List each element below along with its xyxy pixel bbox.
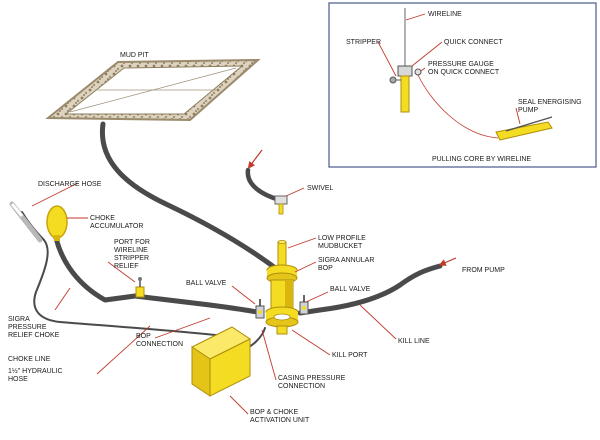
discharge-hose: [21, 211, 226, 337]
kill-line-hose: [297, 263, 443, 316]
label-choke-line-1: CHOKE LINE: [8, 356, 51, 363]
pump-arrow: [438, 257, 457, 266]
label-from-pump: FROM PUMP: [462, 267, 505, 274]
label-mud-pit: MUD PIT: [120, 52, 150, 59]
label-low-profile-2: MUDBUCKET: [318, 243, 363, 250]
inset-pump-hose: [417, 74, 499, 139]
port-wireline-valve: [135, 277, 145, 298]
inset-stripper: [389, 76, 397, 84]
label-sigra-relief-2: PRESSURE: [8, 324, 47, 331]
label-bop-connection-1: BOP: [136, 333, 151, 340]
label-inset-wireline: WIRELINE: [428, 11, 462, 18]
label-ball-valve-left: BALL VALVE: [186, 280, 227, 287]
label-swivel: SWIVEL: [307, 185, 334, 192]
label-sigra-annular-2: BOP: [318, 265, 333, 272]
label-port-wireline-2: WIRELINE: [114, 247, 148, 254]
inset-diagram: [389, 8, 553, 141]
choke-line-hose: [53, 235, 265, 316]
inset-frame: [328, 2, 597, 168]
label-kill-port: KILL PORT: [332, 352, 368, 359]
label-bop-connection-2: CONNECTION: [136, 341, 183, 348]
leader-lines: [31, 182, 397, 415]
label-activation-unit-2: ACTIVATION UNIT: [250, 417, 310, 424]
label-choke-accumulator-1: CHOKE: [90, 215, 115, 222]
label-port-wireline-3: STRIPPER: [114, 255, 149, 262]
label-inset-quick-connect: QUICK CONNECT: [444, 39, 503, 46]
inset-leaders: [377, 13, 521, 125]
mud-pit: [45, 58, 261, 122]
label-casing-pressure-1: CASING PRESSURE: [278, 375, 346, 382]
label-inset-seal-pump-2: PUMP: [518, 107, 539, 114]
label-inset-pressure-gauge-1: PRESSURE GAUGE: [428, 61, 494, 68]
ball-valve-right: [299, 295, 309, 315]
inset-quick-connect: [397, 65, 413, 77]
label-choke-line-2: 1½" HYDRAULIC: [8, 367, 63, 375]
inset-pressure-gauge: [414, 68, 422, 76]
activation-unit: [191, 326, 251, 397]
label-inset-pressure-gauge-2: ON QUICK CONNECT: [428, 69, 500, 76]
label-discharge-hose: DISCHARGE HOSE: [38, 181, 102, 188]
inset-core-barrel: [400, 75, 410, 113]
label-sigra-annular-1: SIGRA ANNULAR: [318, 257, 374, 264]
inset-seal-pump: [495, 121, 553, 141]
hoses: [21, 121, 443, 351]
label-inset-seal-pump-1: SEAL ENERGISING: [518, 99, 582, 106]
label-port-wireline-4: RELIEF: [114, 263, 139, 270]
mud-pit-hose: [99, 121, 281, 273]
label-sigra-relief-1: SIGRA: [8, 316, 30, 323]
label-choke-accumulator-2: ACCUMULATOR: [90, 223, 143, 230]
swivel: [274, 195, 288, 215]
ball-valve-left: [255, 299, 265, 319]
bop-stack: [265, 239, 299, 335]
choke-accumulator: [46, 205, 68, 241]
label-casing-pressure-2: CONNECTION: [278, 383, 325, 390]
discharge-hose-nozzle: [9, 201, 43, 243]
label-ball-valve-right: BALL VALVE: [330, 286, 371, 293]
label-port-wireline-1: PORT FOR: [114, 239, 150, 246]
label-choke-line-3: HOSE: [8, 376, 28, 383]
label-low-profile-1: LOW PROFILE: [318, 235, 366, 242]
label-inset-caption: PULLING CORE BY WIRELINE: [432, 156, 531, 163]
label-inset-stripper: STRIPPER: [346, 39, 381, 46]
label-kill-line: KILL LINE: [398, 338, 430, 345]
label-sigra-relief-3: RELIEF CHOKE: [8, 332, 60, 339]
label-activation-unit-1: BOP & CHOKE: [250, 409, 298, 416]
labels: MUD PIT DISCHARGE HOSE CHOKE ACCUMULATOR…: [8, 11, 582, 424]
swivel-arrow: [247, 149, 263, 169]
